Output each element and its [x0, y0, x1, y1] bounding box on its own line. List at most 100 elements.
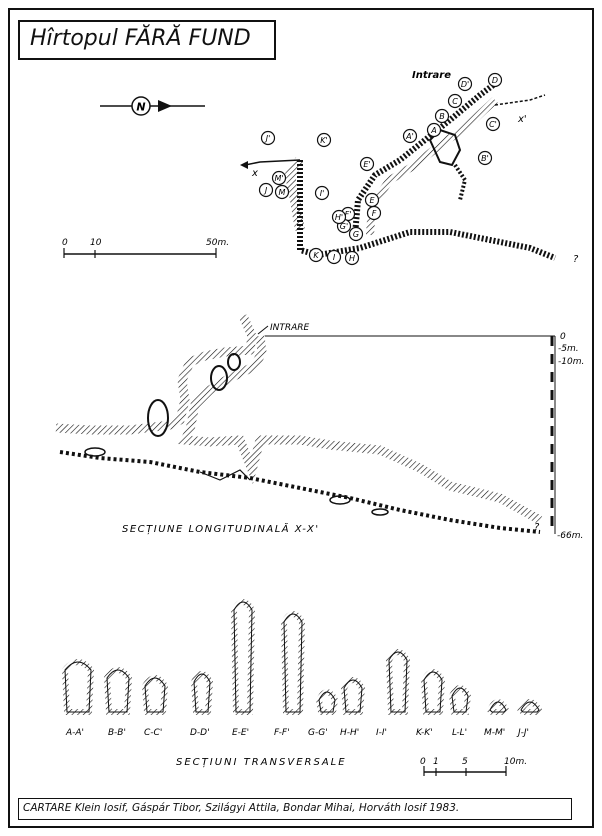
svg-text:C: C: [452, 97, 458, 106]
plan-marker-d-prime: D': [457, 76, 473, 92]
section-scale-bar: 0 1 5 10m.: [420, 757, 527, 776]
plan-scale-label-2: 50m.: [206, 238, 229, 248]
plan-marker-a-prime: A': [402, 128, 418, 144]
plan-marker-m: M: [274, 184, 290, 200]
title-box: Hîrtopul FĂRĂ FUND: [18, 20, 276, 60]
section-outline-3: [193, 673, 211, 713]
svg-text:K': K': [320, 136, 327, 145]
depth-label-66: -66m.: [557, 531, 583, 541]
svg-text:H: H: [349, 254, 355, 263]
longitudinal-entrance-label: INTRARE: [270, 323, 310, 333]
transverse-sections: [61, 599, 543, 715]
depth-label-10: -10m.: [558, 357, 584, 367]
plan-scale-bar: 0 10 50m.: [62, 238, 229, 258]
map-sheet: [8, 8, 594, 828]
section-profile-7: [340, 677, 366, 715]
section-profile-12: [517, 699, 543, 715]
section-outline-0: [64, 661, 92, 713]
transverse-caption: SECȚIUNI TRANSVERSALE: [176, 757, 347, 768]
section-outline-11: [489, 701, 507, 713]
plan-axis-end: x': [517, 114, 527, 125]
section-scale-label-3: 10m.: [504, 757, 527, 767]
plan-marker-b-prime: B': [477, 150, 493, 166]
section-label-4: E-E': [232, 728, 249, 738]
svg-text:J': J': [264, 134, 271, 143]
svg-text:A: A: [430, 126, 436, 135]
section-outline-5: [283, 613, 303, 713]
section-label-2: C-C': [144, 728, 162, 738]
svg-text:G: G: [353, 230, 359, 239]
section-outline-7: [343, 679, 363, 713]
section-profile-9: [420, 669, 446, 715]
section-label-3: D-D': [190, 728, 210, 738]
svg-text:B': B': [481, 154, 489, 163]
section-scale-label-1: 1: [433, 757, 439, 767]
map-title: Hîrtopul FĂRĂ FUND: [30, 26, 251, 51]
section-outline-10: [451, 687, 469, 713]
plan-marker-g: G: [348, 226, 364, 242]
north-arrow-icon: N: [100, 96, 205, 116]
svg-text:H': H': [335, 213, 343, 222]
section-outline-2: [144, 677, 166, 713]
section-label-7: H-H': [340, 728, 359, 738]
svg-text:E: E: [369, 196, 375, 205]
section-outline-4: [233, 601, 253, 713]
credit-text: CARTARE Klein Iosif, Gáspár Tibor, Szilá…: [23, 802, 460, 814]
plan-view: Intrare x x' ?: [240, 70, 579, 265]
section-profile-3: [190, 671, 214, 715]
svg-text:I': I': [320, 189, 325, 198]
plan-marker-k-prime: K': [316, 132, 332, 148]
plan-marker-j-prime: J': [260, 130, 276, 146]
section-outline-6: [318, 691, 336, 713]
longitudinal-caption: SECȚIUNE LONGITUDINALĂ X-X': [122, 522, 320, 535]
north-label: N: [136, 101, 145, 114]
section-label-1: B-B': [108, 728, 126, 738]
svg-text:F': F': [345, 210, 352, 219]
section-profile-2: [141, 675, 169, 715]
section-outline-9: [423, 671, 443, 713]
svg-text:B: B: [439, 112, 445, 121]
plan-axis-start: x: [251, 168, 258, 179]
plan-marker-c-prime: C': [485, 116, 501, 132]
section-label-10: L-L': [452, 728, 467, 738]
svg-text:F: F: [372, 209, 377, 218]
svg-text:I: I: [333, 253, 336, 262]
credit-box: CARTARE Klein Iosif, Gáspár Tibor, Szilá…: [18, 798, 572, 820]
section-profile-6: [315, 689, 339, 715]
svg-text:K: K: [313, 251, 319, 260]
plan-marker-h: H: [344, 250, 360, 266]
section-label-5: F-F': [274, 728, 290, 738]
plan-marker-h-prime: H': [331, 209, 347, 225]
svg-text:D': D': [461, 80, 469, 89]
svg-text:M': M': [274, 174, 283, 183]
plan-entrance-label: Intrare: [412, 70, 451, 81]
plan-question-mark: ?: [573, 254, 579, 265]
longitudinal-question-mark: ?: [534, 522, 540, 533]
plan-scale-label-0: 0: [62, 238, 68, 248]
section-label-6: G-G': [308, 728, 328, 738]
svg-text:M: M: [279, 188, 286, 197]
svg-text:E': E': [363, 160, 370, 169]
section-profile-0: [61, 659, 95, 715]
svg-text:J: J: [263, 186, 268, 195]
section-outline-8: [388, 651, 408, 713]
longitudinal-section: 0 -5m. -10m. -66m. INTRARE ? SECȚIUNE LO…: [55, 314, 584, 541]
section-profile-11: [486, 699, 510, 715]
depth-label-5: -5m.: [558, 344, 579, 354]
plan-marker-m-prime: M': [271, 170, 287, 186]
plan-scale-label-1: 10: [90, 238, 102, 248]
section-outline-1: [106, 669, 130, 713]
svg-text:C': C': [489, 120, 497, 129]
section-label-8: I-I': [376, 728, 387, 738]
section-outline-12: [520, 701, 540, 713]
plan-marker-f: F: [366, 205, 382, 221]
svg-text:A': A': [405, 132, 414, 141]
depth-label-0: 0: [560, 332, 566, 342]
plan-marker-a: A: [426, 122, 442, 138]
svg-text:G': G': [340, 222, 348, 231]
transverse-section-labels: A-A'B-B'C-C'D-D'E-E'F-F'G-G'H-H'I-I'K-K'…: [65, 728, 529, 738]
section-profile-1: [103, 667, 133, 715]
section-profile-4: [230, 599, 256, 715]
